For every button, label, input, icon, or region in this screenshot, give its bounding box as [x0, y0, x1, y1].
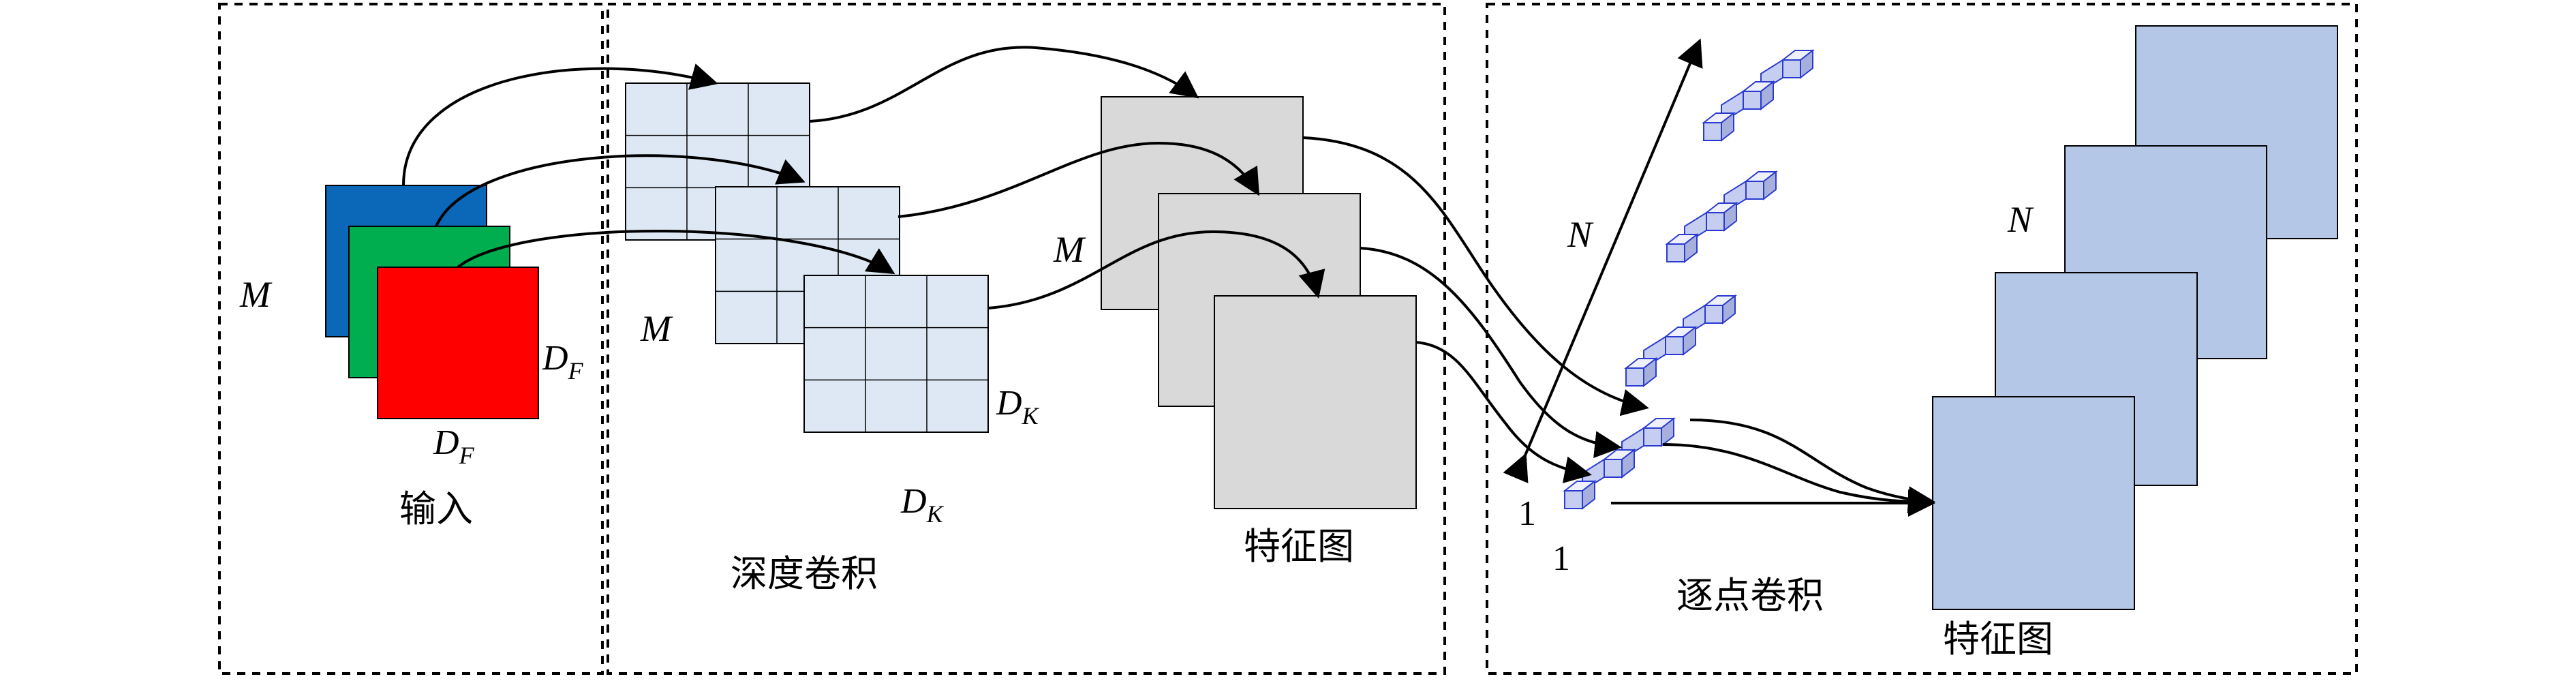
depthwise-maps-depth-label: M [1053, 229, 1086, 270]
input-channel-3 [377, 267, 539, 419]
pointwise-kernels [1563, 48, 1815, 511]
input-height-subscript: F [459, 442, 475, 469]
kernel-width-label: DK [996, 384, 1040, 429]
kernel-height-label: DK [900, 482, 945, 528]
bar-cube-front [1643, 427, 1662, 447]
pointwise-caption: 逐点卷积 [1676, 574, 1824, 617]
pointwise-panel-border [1486, 3, 2358, 675]
input-panel-border [218, 3, 604, 675]
bar-cube-front [1745, 181, 1764, 200]
flow-arrows [402, 46, 1935, 517]
pointwise-count-label: N [1567, 214, 1594, 255]
bar-cube-front [1665, 336, 1684, 355]
depthwise-panel-border [607, 3, 1446, 675]
pointwise-size-label-width: 1 [1552, 539, 1570, 578]
pointwise-kernel-bar-2 [1665, 170, 1778, 264]
arrow-map-3-to-pointwise [1415, 341, 1592, 483]
input-width-subscript: F [568, 357, 584, 384]
kernel-width-subscript: K [1022, 402, 1040, 429]
pointwise-count-arrow [1503, 38, 1703, 483]
bar-cube-front [1666, 243, 1685, 262]
input-volume [325, 185, 539, 419]
pointwise-kernel-bar-4 [1563, 417, 1676, 511]
depthwise-depth-label: M [640, 308, 673, 349]
arrow-map-1-to-pointwise [1302, 136, 1649, 417]
depthwise-caption: 深度卷积 [731, 552, 878, 595]
arrow-input-to-kernel-3 [457, 229, 895, 275]
arrow-pointwise-to-output-1 [1689, 419, 1935, 514]
kernel-height-symbol: D [900, 482, 927, 521]
pointwise-kernel-bar-3 [1624, 294, 1737, 388]
output-depth-label: N [2007, 199, 2034, 240]
input-width-label: DF [542, 339, 584, 384]
bar-cube-front [1564, 490, 1583, 509]
output-caption: 特征图 [1943, 618, 2053, 661]
input-depth-label: M [239, 274, 273, 315]
arrow-input-to-kernel-2 [435, 154, 806, 227]
arrow-kernel-to-map-1 [809, 46, 1199, 123]
bar-cube-front [1782, 59, 1801, 78]
arrow-map-2-to-pointwise [1360, 247, 1622, 459]
kernel-width-symbol: D [996, 384, 1022, 423]
kernel-grid-frame [803, 275, 989, 433]
kernel-grid-3 [803, 275, 989, 433]
kernel-height-subscript: K [926, 500, 945, 528]
bar-cube-front [1625, 367, 1644, 387]
output-map-4 [1932, 396, 2135, 610]
input-height-symbol: D [433, 423, 459, 462]
arrow-input-to-kernel-1 [402, 63, 718, 186]
input-caption: 输入 [399, 487, 473, 530]
pointwise-size-label-height: 1 [1518, 494, 1536, 533]
bar-cube-front [1706, 212, 1725, 231]
depthwise-map-3 [1214, 295, 1417, 509]
bar-cube-front [1604, 459, 1623, 478]
bar-cube-front [1704, 305, 1723, 324]
bar-cube-front [1703, 122, 1722, 141]
input-width-symbol: D [542, 339, 568, 378]
arrow-kernel-to-map-2 [898, 141, 1260, 218]
pointwise-kernel-bar-1 [1702, 48, 1815, 142]
depthwise-maps-caption: 特征图 [1244, 525, 1354, 568]
depthwise-kernels [625, 82, 989, 433]
depthwise-feature-maps [1101, 96, 1417, 509]
panel-borders [218, 3, 2358, 675]
arrow-kernel-to-map-3 [987, 230, 1325, 309]
output-feature-maps [1932, 25, 2338, 610]
input-height-label: DF [433, 423, 475, 469]
bar-cube-front [1743, 91, 1762, 110]
arrow-pointwise-to-output-2 [1662, 443, 1933, 503]
